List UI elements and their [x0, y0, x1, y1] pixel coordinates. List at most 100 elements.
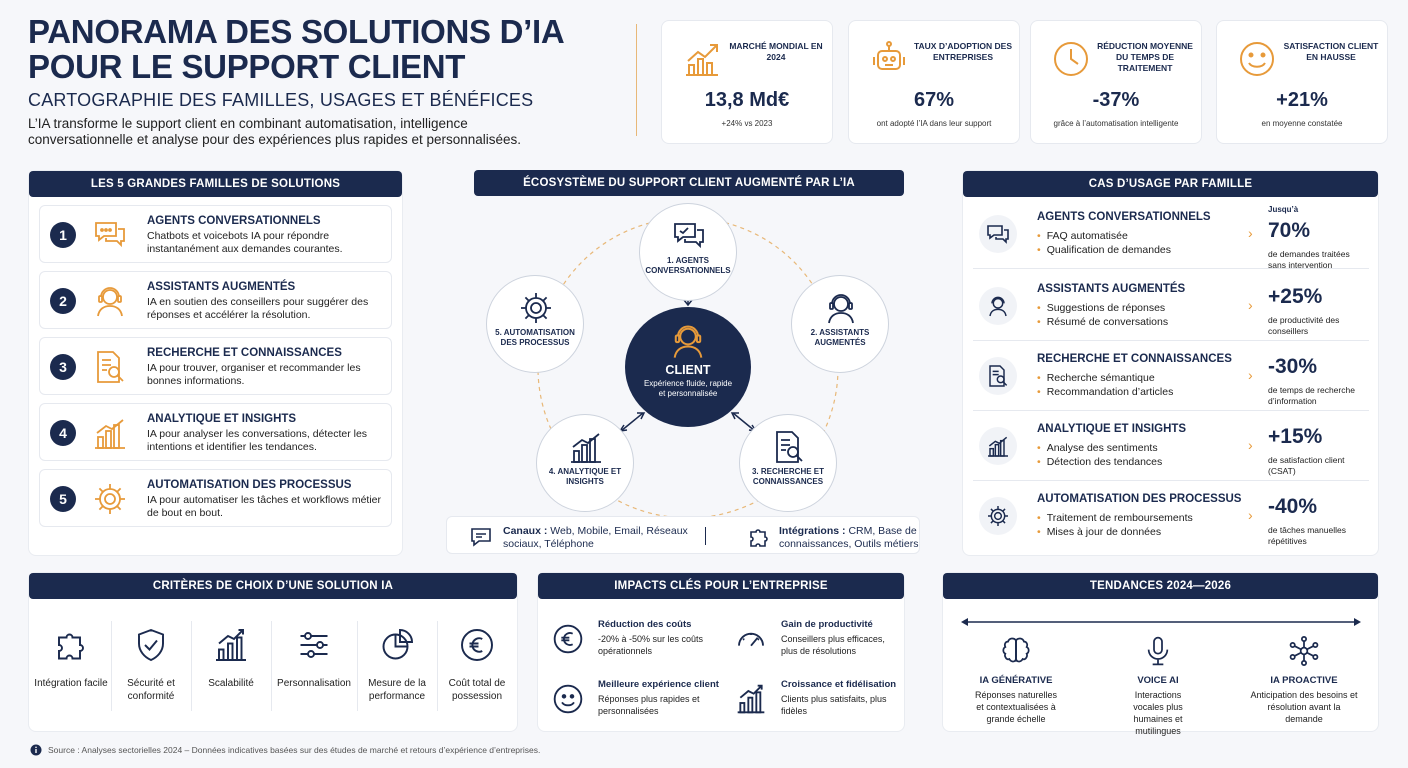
use-case-desc: de tâches manuelles répétitives — [1268, 525, 1346, 546]
trends-panel: TENDANCES 2024—2026 IA GÉNÉRATIVE Répons… — [942, 572, 1379, 736]
use-case-row: AUTOMATISATION DES PROCESSUS Traitement … — [973, 485, 1369, 551]
chat-icon — [979, 215, 1017, 253]
headset-agent-icon — [823, 290, 859, 326]
use-case-row: ASSISTANTS AUGMENTÉS Suggestions de répo… — [973, 275, 1369, 341]
criteria-heading: CRITÈRES DE CHOIX D’UNE SOLUTION IA — [29, 573, 517, 599]
kpi-label: TAUX D’ADOPTION DES ENTREPRISES — [913, 41, 1013, 62]
smile-icon — [552, 683, 584, 715]
family-number: 1 — [50, 222, 76, 248]
kpi-card-adoption: TAUX D’ADOPTION DES ENTREPRISES 67% ont … — [848, 20, 1020, 144]
family-title: AGENTS CONVERSATIONNELS — [147, 215, 321, 227]
impact-desc: Conseillers plus efficaces, plus de réso… — [781, 634, 885, 656]
client-title: CLIENT — [665, 363, 711, 377]
chevron-right-icon: › — [1248, 297, 1253, 313]
use-case-bullet: Détection des tendances — [1037, 455, 1163, 469]
use-case-title: AGENTS CONVERSATIONNELS — [1037, 211, 1211, 223]
trend-item: VOICE AI Interactions vocales plus humai… — [1093, 635, 1223, 737]
kpi-value: +21% — [1276, 89, 1328, 111]
impact-title: Gain de productivité — [781, 619, 873, 630]
use-case-prefix: Jusqu’à — [1268, 205, 1299, 214]
kpi-card-market: MARCHÉ MONDIAL EN 2024 13,8 Md€ +24% vs … — [661, 20, 833, 144]
criterion-item: Mesure de la performance — [357, 603, 437, 719]
integrations-label: Intégrations : — [779, 525, 846, 537]
use-case-desc: de temps de recherche d’information — [1268, 385, 1355, 406]
use-case-bullet: Traitement de remboursements — [1037, 511, 1193, 525]
info-icon — [30, 744, 42, 756]
use-case-bullet: Résumé de conversations — [1037, 315, 1168, 329]
family-number: 2 — [50, 288, 76, 314]
header-divider — [636, 24, 637, 136]
headset-agent-icon — [668, 321, 708, 361]
kpi-value: 67% — [913, 89, 955, 111]
use-case-value: +15% — [1268, 425, 1323, 448]
use-case-bullet: Recommandation d’articles — [1037, 385, 1174, 399]
family-item: 5 AUTOMATISATION DES PROCESSUS IA pour a… — [39, 469, 392, 527]
use-case-row: ANALYTIQUE ET INSIGHTS Analyse des senti… — [973, 415, 1369, 481]
kpi-value: 13,8 Md€ — [704, 89, 790, 111]
trend-item: IA PROACTIVE Anticipation des besoins et… — [1239, 635, 1369, 725]
footer-source: Source : Analyses sectorielles 2024 – Do… — [48, 745, 541, 755]
chat-bubble-icon — [469, 525, 493, 549]
impact-title: Réduction des coûts — [598, 619, 692, 630]
family-title: RECHERCHE ET CONNAISSANCES — [147, 347, 342, 359]
puzzle-icon — [747, 525, 771, 549]
chevron-right-icon: › — [1248, 507, 1253, 523]
page-subtitle: CARTOGRAPHIE DES FAMILLES, USAGES ET BÉN… — [28, 90, 534, 110]
use-case-bullets: FAQ automatiséeQualification de demandes — [1037, 229, 1171, 257]
use-case-bullet: Suggestions de réponses — [1037, 301, 1168, 315]
impact-desc: Clients plus satisfaits, plus fidèles — [781, 694, 887, 716]
eco-node-label: 5. AUTOMATISATION DES PROCESSUS — [495, 328, 575, 347]
page-intro: L’IA transforme le support client en com… — [28, 116, 522, 147]
family-desc: Chatbots et voicebots IA pour répondre i… — [147, 230, 343, 255]
trend-desc: Interactions vocales plus humaines et mu… — [1133, 690, 1183, 736]
family-number: 5 — [50, 486, 76, 512]
use-case-bullet: Analyse des sentiments — [1037, 441, 1162, 455]
families-panel: LES 5 GRANDES FAMILLES DE SOLUTIONS 1 AG… — [28, 170, 403, 556]
robot-icon — [869, 39, 909, 79]
criterion-label: Coût total de possession — [448, 678, 506, 702]
chat-icon — [92, 217, 128, 253]
eco-node-analytics: 4. ANALYTIQUE ET INSIGHTS — [536, 414, 634, 512]
client-desc: Expérience fluide, rapide et personnalis… — [643, 379, 733, 398]
use-case-bullets: Suggestions de réponsesRésumé de convers… — [1037, 301, 1168, 329]
trend-title: IA GÉNÉRATIVE — [979, 675, 1053, 686]
bar-growth-icon — [213, 627, 249, 663]
use-case-title: ANALYTIQUE ET INSIGHTS — [1037, 423, 1187, 435]
gear-icon — [518, 290, 554, 326]
ecosystem-heading: ÉCOSYSTÈME DU SUPPORT CLIENT AUGMENTÉ PA… — [474, 170, 904, 196]
eco-node-label: 1. AGENTS CONVERSATIONNELS — [645, 256, 731, 275]
family-item: 4 ANALYTIQUE ET INSIGHTS IA pour analyse… — [39, 403, 392, 461]
family-item: 1 AGENTS CONVERSATIONNELS Chatbots et vo… — [39, 205, 392, 263]
kpi-label: SATISFACTION CLIENT EN HAUSSE — [1283, 41, 1379, 62]
use-case-bullet: Qualification de demandes — [1037, 243, 1171, 257]
gear-icon — [92, 481, 128, 517]
criterion-item: Coût total de possession — [437, 603, 517, 719]
use-case-bullet: FAQ automatisée — [1037, 229, 1171, 243]
family-desc: IA pour automatiser les tâches et workfl… — [147, 494, 382, 519]
bar-chart-icon — [92, 415, 128, 451]
criterion-item: Intégration facile — [31, 603, 111, 719]
growth-chart-icon — [735, 683, 767, 715]
use-case-bullets: Analyse des sentimentsDétection des tend… — [1037, 441, 1163, 469]
impact-item: Réduction des coûts -20% à -50% sur les … — [548, 617, 728, 673]
network-icon — [1288, 635, 1320, 667]
kpi-card-time-reduction: RÉDUCTION MOYENNE DU TEMPS DE TRAITEMENT… — [1030, 20, 1202, 144]
use-case-value: 70% — [1268, 219, 1311, 242]
family-number: 3 — [50, 354, 76, 380]
use-case-desc: de satisfaction client (CSAT) — [1268, 455, 1345, 476]
impact-title: Meilleure expérience client — [598, 679, 719, 690]
clock-icon — [1051, 39, 1091, 79]
use-case-row: AGENTS CONVERSATIONNELS FAQ automatiséeQ… — [973, 203, 1369, 270]
gear-icon — [979, 497, 1017, 535]
impact-desc: Réponses plus rapides et personnalisées — [598, 694, 700, 716]
kpi-note: en moyenne constatée — [1261, 119, 1343, 128]
family-item: 3 RECHERCHE ET CONNAISSANCES IA pour tro… — [39, 337, 392, 395]
criteria-row: Intégration facile Sécurité et conformit… — [31, 603, 517, 727]
families-heading: LES 5 GRANDES FAMILLES DE SOLUTIONS — [29, 171, 402, 197]
chevron-right-icon: › — [1248, 225, 1253, 241]
eco-node-assistants: 2. ASSISTANTS AUGMENTÉS — [791, 275, 889, 373]
kpi-note: ont adopté l’IA dans leur support — [876, 119, 992, 128]
eco-node-label: 2. ASSISTANTS AUGMENTÉS — [810, 328, 870, 347]
eco-node-agents: 1. AGENTS CONVERSATIONNELS — [639, 203, 737, 301]
use-case-bullet: Recherche sémantique — [1037, 371, 1173, 385]
